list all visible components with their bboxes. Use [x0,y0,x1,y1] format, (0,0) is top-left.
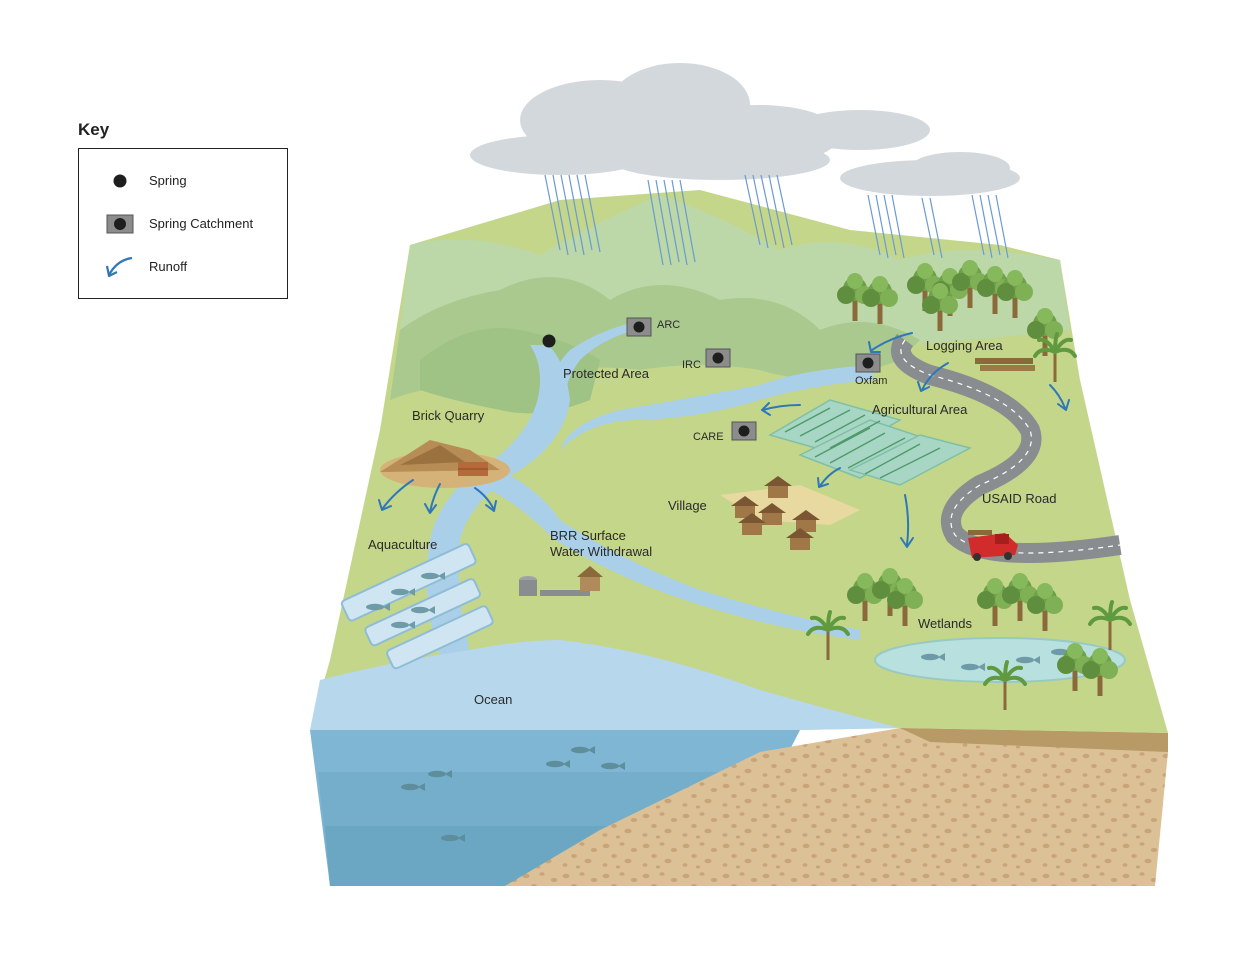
runoff-arrow-icon [105,256,133,278]
label-irc: IRC [682,359,701,371]
aquaculture-ponds [340,543,494,670]
spring-dot-icon [113,174,127,188]
key-item-label: Spring [149,173,187,188]
key-item-label: Runoff [149,259,188,274]
spring-marker [542,334,556,348]
label-oxfam: Oxfam [855,375,887,387]
ocean-inlet [310,640,900,730]
label-aquaculture: Aquaculture [368,537,437,552]
truck [968,530,1018,561]
key-item-label: Spring Catchment [149,216,254,231]
label-brr-line2: Water Withdrawal [550,544,652,559]
land-edge [900,728,1168,752]
soil-cross-section [505,728,1168,886]
main-river [426,345,570,655]
label-protected-area: Protected Area [563,366,650,381]
brr-intake [519,566,603,596]
catchment-care [731,421,757,441]
tributary-east [560,365,875,450]
label-agricultural-area: Agricultural Area [872,402,968,417]
catchment-irc [705,348,731,368]
cloud-2 [840,152,1020,196]
cloud-1 [470,63,930,180]
rain [544,174,1009,266]
label-brick-quarry: Brick Quarry [412,408,485,423]
runoff-arrows [378,332,1070,548]
label-usaid-road: USAID Road [982,491,1056,506]
key-item-spring-catchment: Spring Catchment [79,212,287,236]
label-wetlands: Wetlands [918,616,972,631]
catchment-oxfam [855,353,881,373]
spring-catchment-icon [106,214,134,234]
key-legend: Spring Spring Catchment Runoff [78,148,288,299]
key-title: Key [78,120,110,139]
label-care: CARE [693,431,724,443]
label-village: Village [668,498,707,513]
label-arc: ARC [657,319,680,331]
key-item-spring: Spring [79,169,287,193]
log-pile [975,358,1035,371]
tributary-north [548,322,635,400]
agricultural-fields [768,399,973,486]
catchment-arc [626,317,652,337]
label-brr-line1: BRR Surface [550,528,626,543]
key-item-runoff: Runoff [79,255,287,279]
label-logging-area: Logging Area [926,338,1003,353]
label-ocean: Ocean [474,692,512,707]
village [720,476,860,550]
brick-quarry [380,440,510,488]
